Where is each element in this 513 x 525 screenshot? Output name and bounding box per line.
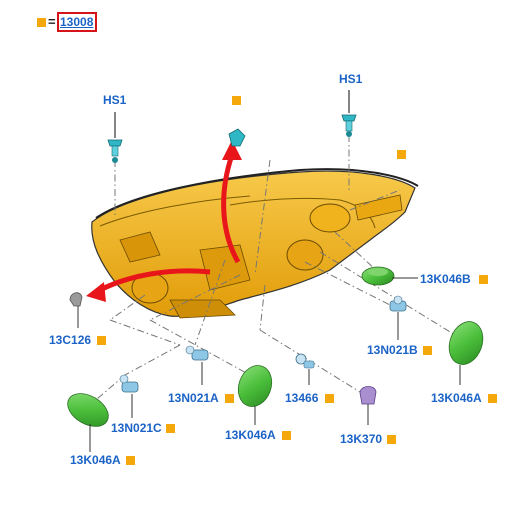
label-square	[225, 394, 234, 403]
screw-icon	[341, 90, 357, 137]
socket-icon	[119, 374, 139, 418]
legend-box	[57, 12, 97, 32]
legend-part-number[interactable]: 13008	[60, 15, 94, 29]
bulb-icon	[295, 353, 315, 385]
label-square	[282, 431, 291, 440]
label-13466[interactable]: 13466	[285, 391, 319, 405]
cap-icon	[361, 266, 395, 286]
legend-square	[37, 18, 46, 27]
label-square	[97, 336, 106, 345]
cap-icon	[237, 365, 273, 407]
label-13n021b[interactable]: 13N021B	[367, 343, 418, 357]
arrow-head-left	[86, 282, 106, 302]
clip-icon	[69, 292, 83, 307]
headlamp-housing	[91, 168, 419, 319]
label-square	[325, 394, 334, 403]
label-square	[423, 346, 432, 355]
label-hs1-left[interactable]: HS1	[103, 93, 127, 107]
socket-icon	[185, 345, 209, 385]
label-13n021a[interactable]: 13N021A	[168, 391, 219, 405]
label-square	[479, 275, 488, 284]
label-13k046a-left[interactable]: 13K046A	[70, 453, 121, 467]
label-13k046b[interactable]: 13K046B	[420, 272, 471, 286]
cap-icon	[67, 393, 109, 427]
socket-icon	[389, 295, 407, 340]
screw-icon	[107, 112, 123, 163]
clip-icon	[228, 128, 246, 147]
marker-square	[397, 150, 406, 159]
label-13k370[interactable]: 13K370	[340, 432, 383, 446]
arrow-head-up	[222, 140, 242, 160]
label-13n021c[interactable]: 13N021C	[111, 421, 162, 435]
arrow-icon	[98, 154, 241, 293]
marker-square	[232, 96, 241, 105]
label-13k046a-mid[interactable]: 13K046A	[225, 428, 276, 442]
label-hs1-right[interactable]: HS1	[339, 72, 363, 86]
label-square	[488, 394, 497, 403]
label-13c126[interactable]: 13C126	[49, 333, 92, 347]
label-square	[387, 435, 396, 444]
label-square	[126, 456, 135, 465]
label-13k046a-right[interactable]: 13K046A	[431, 391, 482, 405]
cap-icon	[448, 321, 484, 385]
label-square	[166, 424, 175, 433]
pointer-lines	[77, 277, 418, 452]
legend-equals: =	[48, 14, 56, 29]
socket-icon	[359, 386, 377, 425]
